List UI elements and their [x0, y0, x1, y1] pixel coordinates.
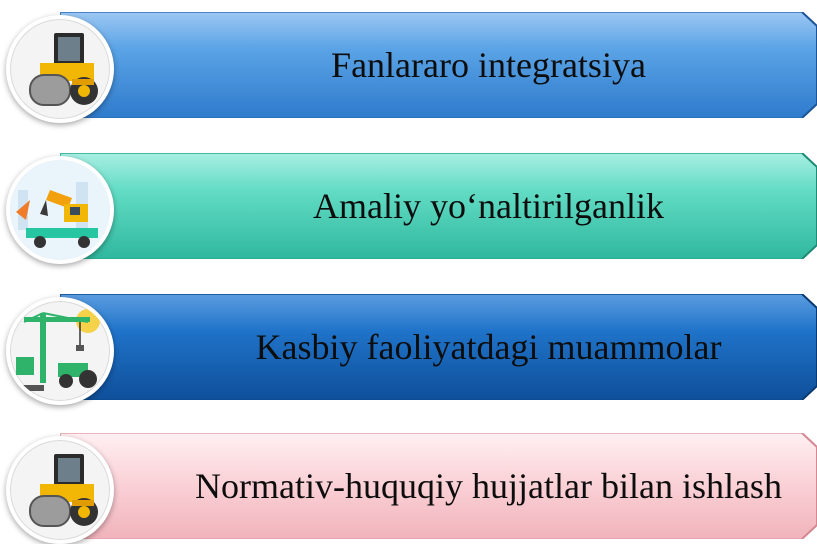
- excavator-truck-icon: [6, 156, 114, 264]
- crane-machinery-icon: [6, 297, 114, 405]
- item-row: Amaliy yo‘naltirilganlik: [0, 153, 817, 264]
- item-row: Kasbiy faoliyatdagi muammolar: [0, 294, 817, 405]
- item-row: Normativ-huquqiy hujjatlar bilan ishlash: [0, 433, 817, 544]
- banner: Amaliy yo‘naltirilganlik: [60, 153, 817, 259]
- item-row: Fanlararo integratsiya: [0, 12, 817, 123]
- road-roller-icon: [6, 436, 114, 544]
- road-roller-icon: [6, 15, 114, 123]
- item-label: Fanlararo integratsiya: [331, 45, 646, 85]
- banner: Normativ-huquqiy hujjatlar bilan ishlash: [60, 433, 817, 539]
- item-label: Kasbiy faoliyatdagi muammolar: [255, 327, 722, 367]
- item-label: Normativ-huquqiy hujjatlar bilan ishlash: [195, 466, 782, 506]
- banner: Fanlararo integratsiya: [60, 12, 817, 118]
- item-label: Amaliy yo‘naltirilganlik: [313, 186, 664, 226]
- banner: Kasbiy faoliyatdagi muammolar: [60, 294, 817, 400]
